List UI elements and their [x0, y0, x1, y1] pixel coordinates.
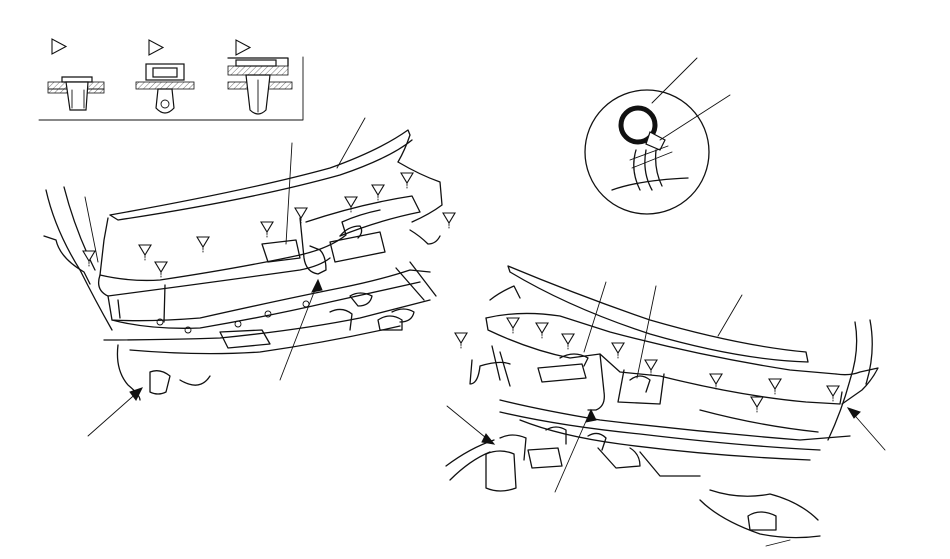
leader-line	[659, 94, 731, 141]
outline-triangle-icon	[51, 38, 68, 55]
leader-line	[583, 281, 607, 353]
fastener-marker	[260, 221, 274, 238]
hose-ring	[618, 105, 658, 145]
leader-line	[285, 142, 293, 245]
leader-line	[446, 405, 492, 443]
outline-triangle-icon	[148, 39, 165, 56]
fastener-marker	[154, 261, 168, 278]
leader-line	[554, 411, 591, 493]
leader-line	[336, 117, 366, 169]
leader-line	[279, 281, 319, 381]
legend-item-split-prong-clip	[227, 39, 293, 115]
leader-line	[717, 294, 743, 337]
fastener-marker	[371, 184, 385, 201]
fastener-marker	[644, 359, 658, 376]
leader-line	[651, 57, 698, 104]
fastener-marker	[611, 342, 625, 359]
leader-arrow	[585, 408, 597, 423]
fastener-marker	[768, 378, 782, 395]
outline-triangle-icon	[235, 39, 252, 56]
leader-line	[87, 389, 141, 437]
fastener-marker	[535, 322, 549, 339]
fastener-marker	[82, 250, 96, 267]
fastener-marker	[826, 385, 840, 402]
fastener-marker	[138, 244, 152, 261]
hose-clip-detail	[584, 57, 731, 215]
leader-arrow	[129, 387, 143, 401]
left-cowl-assembly	[43, 117, 456, 437]
leader-arrow	[846, 407, 861, 419]
fastener-marker	[294, 207, 308, 224]
fastener-marker	[454, 332, 468, 349]
right-cowl-assembly	[445, 265, 886, 547]
leader-arrow	[311, 278, 323, 293]
fastener-marker	[442, 212, 456, 229]
leader-arrow	[481, 433, 496, 445]
legend-item-grommet-clip	[135, 39, 195, 114]
fastener-marker	[400, 172, 414, 189]
fastener-marker	[709, 373, 723, 390]
fastener-marker	[561, 333, 575, 350]
fastener-marker	[196, 236, 210, 253]
leader-line	[84, 196, 99, 263]
fastener-legend	[38, 38, 304, 121]
fastener-marker	[506, 317, 520, 334]
leader-line	[636, 285, 657, 379]
fastener-marker	[750, 396, 764, 413]
leader-line	[765, 539, 791, 547]
legend-item-flat-top-clip	[47, 38, 105, 111]
